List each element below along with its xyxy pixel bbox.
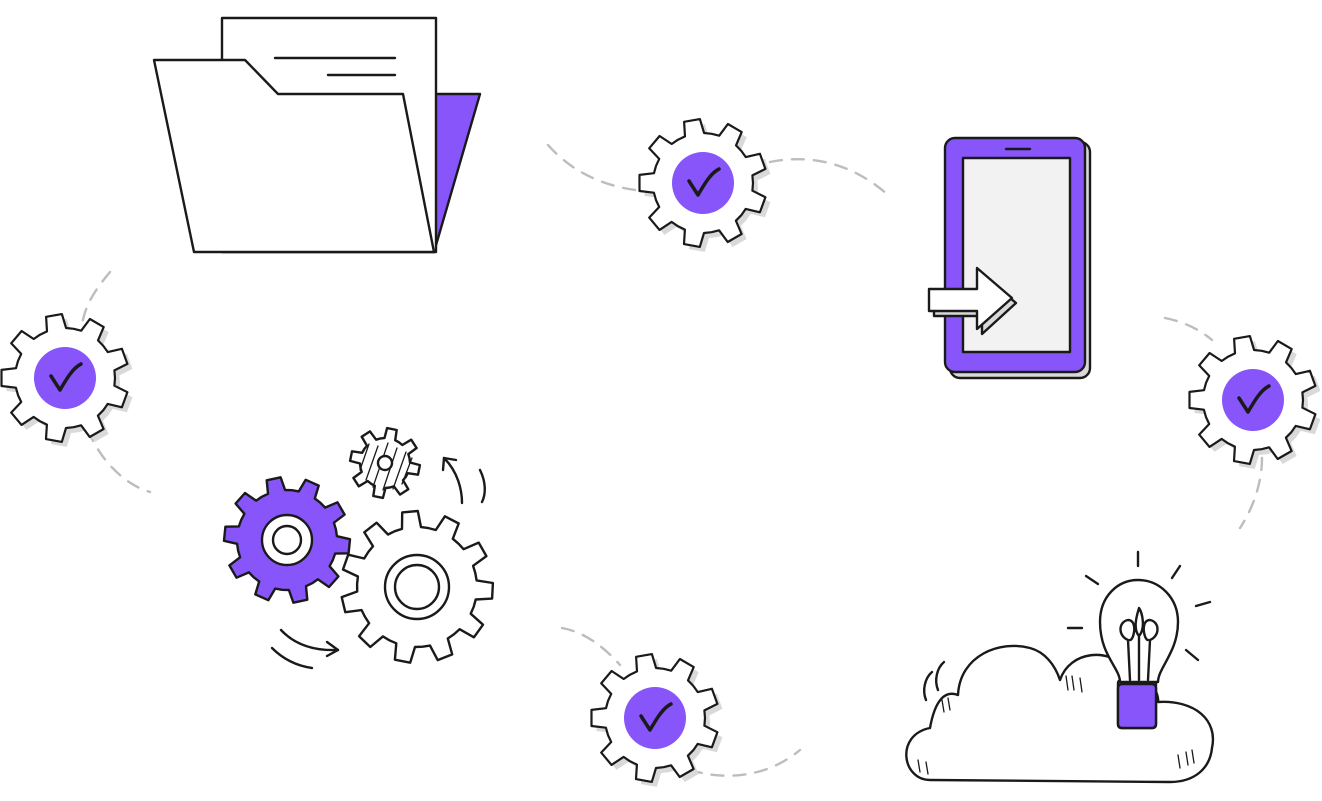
check-disc bbox=[624, 687, 686, 749]
checkmark-icon bbox=[639, 702, 673, 732]
checkmark-gear-right bbox=[1188, 335, 1321, 469]
checkmark-gear-top bbox=[638, 118, 771, 252]
gears-icon bbox=[222, 426, 495, 670]
cloud-lightbulb-icon bbox=[905, 550, 1215, 784]
smartphone-login-icon bbox=[927, 136, 1092, 380]
check-disc bbox=[34, 347, 96, 409]
connector-lines bbox=[80, 143, 1264, 777]
connector-right-check-to-cloud bbox=[1238, 456, 1264, 530]
checkmark-gear-bottom bbox=[590, 653, 723, 787]
large-white-gear-icon bbox=[340, 509, 495, 664]
check-disc bbox=[1222, 369, 1284, 431]
folder-icon bbox=[152, 16, 482, 254]
connector-phone-to-right-check bbox=[1163, 316, 1214, 342]
connector-gears-to-bottom-check bbox=[560, 626, 622, 667]
check-disc bbox=[672, 152, 734, 214]
small-hatched-gear-icon bbox=[348, 426, 422, 500]
connector-left-check-to-folder bbox=[80, 270, 112, 327]
checkmark-icon bbox=[1237, 384, 1271, 414]
rotation-arrows bbox=[270, 456, 486, 670]
checkmark-icon bbox=[687, 167, 721, 197]
connector-bottom-check-to-cloud bbox=[688, 748, 802, 777]
connector-folder-to-top-check bbox=[546, 143, 637, 192]
connector-top-check-to-phone bbox=[768, 158, 890, 197]
purple-gear-icon bbox=[222, 476, 352, 604]
connector-left-check-to-gears bbox=[86, 428, 152, 494]
checkmark-gear-left bbox=[0, 313, 133, 447]
checkmark-icon bbox=[49, 362, 83, 392]
